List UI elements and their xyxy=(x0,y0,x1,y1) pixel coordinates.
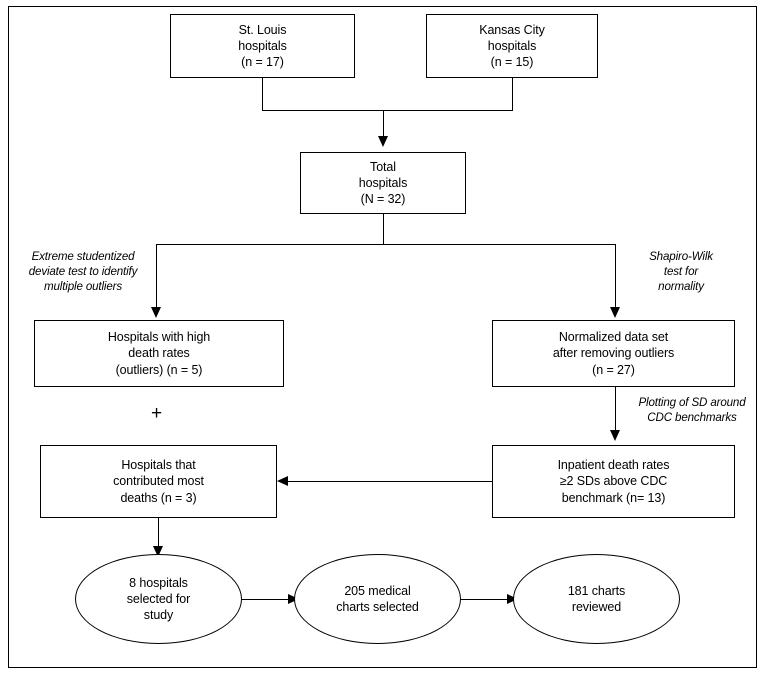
arrowhead-to-charts-selected xyxy=(288,593,299,604)
node-hospitals-contributed-most-deaths-label: Hospitals that contributed most deaths (… xyxy=(113,458,204,505)
connector-inpatient-to-contributed xyxy=(288,481,492,482)
node-8-hospitals-selected-for-study: 8 hospitals selected for study xyxy=(75,554,242,644)
node-normalized-data-set-label: Normalized data set after removing outli… xyxy=(552,330,675,377)
node-205-medical-charts-selected: 205 medical charts selected xyxy=(294,554,461,644)
annotation-plotting-sd-benchmarks: Plotting of SD around CDC benchmarks xyxy=(638,396,746,424)
connector-merge-to-total xyxy=(383,110,384,138)
node-total-hospitals-label: Total hospitals (N = 32) xyxy=(358,159,408,207)
node-normalized-data-set: Normalized data set after removing outli… xyxy=(492,320,735,387)
annotation-shapiro-wilk-test: Shapiro-Wilk test for normality xyxy=(649,250,713,293)
node-inpatient-death-rates: Inpatient death rates ≥2 SDs above CDC b… xyxy=(492,445,735,518)
node-kansas-city-hospitals: Kansas City hospitals (n = 15) xyxy=(426,14,598,78)
node-hospitals-high-death-rates-label: Hospitals with high death rates (outlier… xyxy=(107,330,211,377)
connector-merge-horizontal xyxy=(262,110,513,111)
arrowhead-to-charts-reviewed xyxy=(507,593,518,604)
annotation-extreme-studentized-test: Extreme studentized deviate test to iden… xyxy=(28,250,138,293)
node-inpatient-death-rates-label: Inpatient death rates ≥2 SDs above CDC b… xyxy=(557,458,670,505)
arrowhead-to-high-death-rates xyxy=(150,307,161,318)
plus-operator-symbol: + xyxy=(151,403,163,424)
connector-selected-to-charts xyxy=(242,599,289,600)
node-181-charts-reviewed-label: 181 charts reviewed xyxy=(567,583,626,614)
connector-split-horizontal xyxy=(156,244,615,245)
connector-st-louis-down xyxy=(262,78,263,110)
node-total-hospitals: Total hospitals (N = 32) xyxy=(300,152,466,214)
node-hospitals-high-death-rates: Hospitals with high death rates (outlier… xyxy=(34,320,284,387)
node-st-louis-hospitals: St. Louis hospitals (n = 17) xyxy=(170,14,355,78)
arrowhead-to-normalized-data xyxy=(609,307,620,318)
connector-normalized-to-inpatient xyxy=(615,387,616,432)
connector-total-down xyxy=(383,214,384,244)
arrowhead-to-inpatient-rates xyxy=(609,430,620,441)
node-hospitals-contributed-most-deaths: Hospitals that contributed most deaths (… xyxy=(40,445,277,518)
arrowhead-to-total-hospitals xyxy=(377,136,388,147)
connector-contributed-to-selected xyxy=(158,518,159,548)
node-181-charts-reviewed: 181 charts reviewed xyxy=(513,554,680,644)
node-kansas-city-hospitals-label: Kansas City hospitals (n = 15) xyxy=(479,22,545,70)
node-st-louis-hospitals-label: St. Louis hospitals (n = 17) xyxy=(238,22,287,70)
connector-charts-to-reviewed xyxy=(461,599,508,600)
node-8-hospitals-selected-for-study-label: 8 hospitals selected for study xyxy=(126,575,191,623)
connector-kansas-city-down xyxy=(512,78,513,110)
arrowhead-to-selected-study xyxy=(152,546,163,557)
connector-split-left-down xyxy=(156,244,157,308)
arrowhead-to-contributed-most-deaths xyxy=(277,475,288,486)
figure-border xyxy=(8,6,757,668)
connector-split-right-down xyxy=(615,244,616,308)
node-205-medical-charts-selected-label: 205 medical charts selected xyxy=(336,583,419,614)
